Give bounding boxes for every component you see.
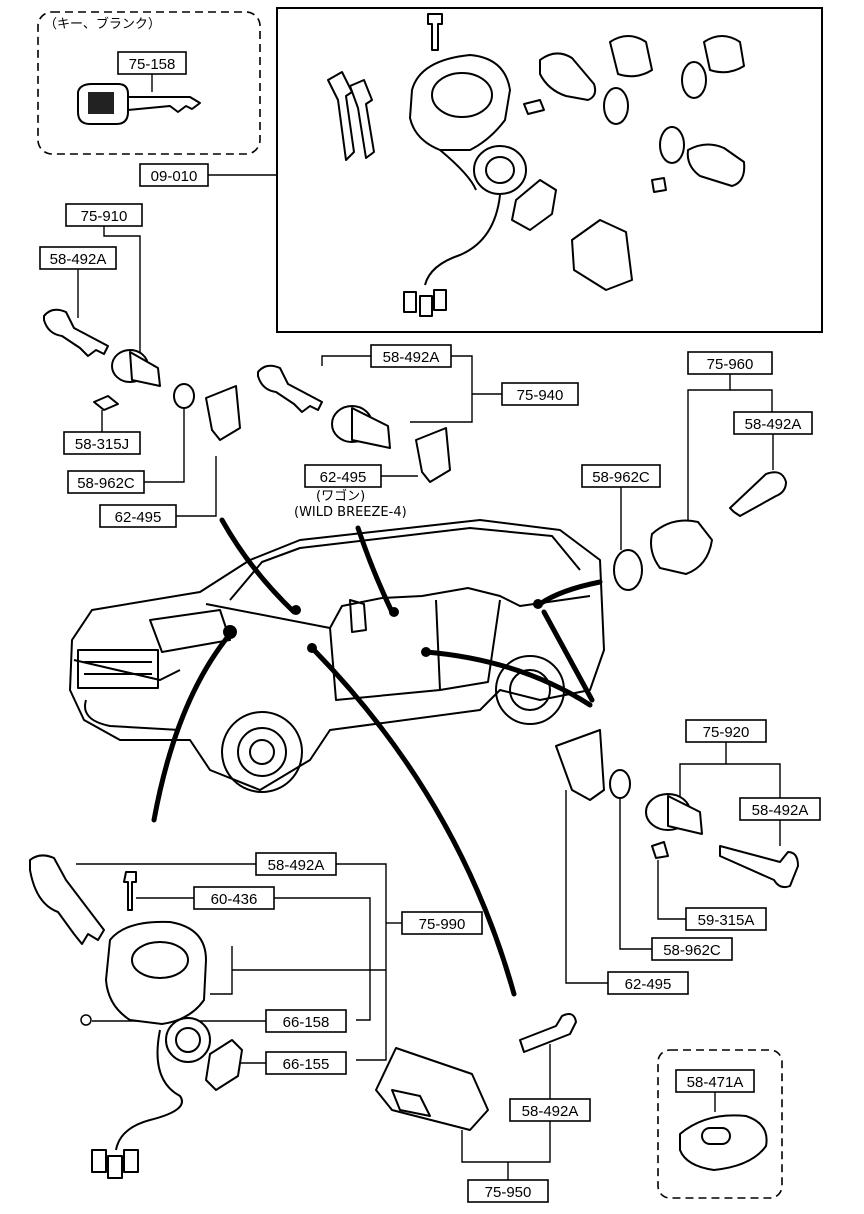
callout-59-315A[interactable]: 59-315A: [685, 907, 767, 931]
svg-text:58-471A: 58-471A: [687, 1074, 744, 1091]
svg-text:75-158: 75-158: [129, 56, 176, 73]
svg-text:58-315J: 58-315J: [75, 436, 129, 453]
callout-09-010[interactable]: 09-010: [139, 163, 209, 187]
svg-text:58-492A: 58-492A: [50, 251, 107, 268]
callout-62-495-rear[interactable]: 62-495: [304, 464, 382, 488]
callout-66-158[interactable]: 66-158: [265, 1009, 347, 1033]
key-fob-illustration: [679, 1114, 768, 1171]
svg-text:58-492A: 58-492A: [383, 349, 440, 366]
svg-text:58-962C: 58-962C: [77, 475, 135, 492]
callout-58-492A-trunk[interactable]: 58-492A: [509, 1098, 591, 1122]
callout-62-495-right[interactable]: 62-495: [607, 971, 689, 995]
vehicle-illustration: [69, 519, 605, 793]
svg-text:75-910: 75-910: [81, 208, 128, 225]
svg-text:09-010: 09-010: [151, 168, 198, 185]
svg-text:62-495: 62-495: [625, 976, 672, 993]
svg-text:75-950: 75-950: [485, 1184, 532, 1201]
svg-text:62-495: 62-495: [320, 469, 367, 486]
svg-text:60-436: 60-436: [211, 891, 258, 908]
ignition-set-frame: [276, 7, 823, 333]
callout-75-960[interactable]: 75-960: [687, 351, 773, 375]
key-fob-group-frame: [657, 1049, 783, 1199]
svg-text:58-492A: 58-492A: [268, 857, 325, 874]
right-door-lock-illustration: [555, 729, 799, 889]
trunk-lock-illustration: [375, 1013, 577, 1131]
callout-58-492A-rear[interactable]: 58-492A: [370, 344, 452, 368]
svg-text:58-962C: 58-962C: [663, 942, 721, 959]
svg-text:62-495: 62-495: [115, 509, 162, 526]
callout-58-492A-right[interactable]: 58-492A: [739, 797, 821, 821]
key-blank-group-frame: [37, 11, 261, 155]
callout-58-962C-back[interactable]: 58-962C: [581, 464, 661, 488]
callout-58-962C-front[interactable]: 58-962C: [67, 470, 145, 494]
wagon-note: (ワゴン): [316, 488, 365, 504]
key-blank-note: （キー、ブランク）: [44, 16, 161, 32]
svg-text:75-960: 75-960: [707, 356, 754, 373]
callout-58-471A[interactable]: 58-471A: [675, 1069, 755, 1093]
leader-curves: [151, 517, 603, 997]
callout-75-940[interactable]: 75-940: [501, 382, 579, 406]
svg-text:66-158: 66-158: [283, 1014, 330, 1031]
key-blank-illustration: [77, 83, 201, 125]
svg-text:58-962C: 58-962C: [592, 469, 650, 486]
callout-75-920[interactable]: 75-920: [685, 719, 767, 743]
callout-75-910[interactable]: 75-910: [65, 203, 143, 227]
svg-text:58-492A: 58-492A: [522, 1103, 579, 1120]
svg-text:75-940: 75-940: [517, 387, 564, 404]
callout-60-436[interactable]: 60-436: [193, 886, 275, 910]
callout-75-950[interactable]: 75-950: [467, 1179, 549, 1203]
svg-text:58-492A: 58-492A: [752, 802, 809, 819]
rear-key-cylinder-illustration: [257, 364, 451, 483]
callout-75-158[interactable]: 75-158: [117, 51, 187, 75]
callout-75-990[interactable]: 75-990: [401, 911, 483, 935]
callout-58-315J[interactable]: 58-315J: [63, 431, 141, 455]
callout-62-495-front[interactable]: 62-495: [99, 504, 177, 528]
svg-text:66-155: 66-155: [283, 1056, 330, 1073]
svg-text:58-492A: 58-492A: [745, 416, 802, 433]
ignition-set-illustration: [327, 13, 746, 317]
callout-58-962C-right[interactable]: 58-962C: [651, 937, 733, 961]
svg-text:59-315A: 59-315A: [698, 912, 755, 929]
callout-58-492A-front[interactable]: 58-492A: [39, 246, 117, 270]
callout-58-492A-steering[interactable]: 58-492A: [255, 852, 337, 876]
callout-66-155[interactable]: 66-155: [265, 1051, 347, 1075]
svg-text:75-920: 75-920: [703, 724, 750, 741]
callout-58-492A-back[interactable]: 58-492A: [733, 411, 813, 435]
back-door-lock-illustration: [613, 471, 787, 591]
steering-lock-illustration: [29, 854, 243, 1179]
svg-text:75-990: 75-990: [419, 916, 466, 933]
wild-breeze-note: (WILD BREEZE-4): [294, 505, 407, 520]
front-key-cylinder-illustration: [43, 308, 241, 441]
